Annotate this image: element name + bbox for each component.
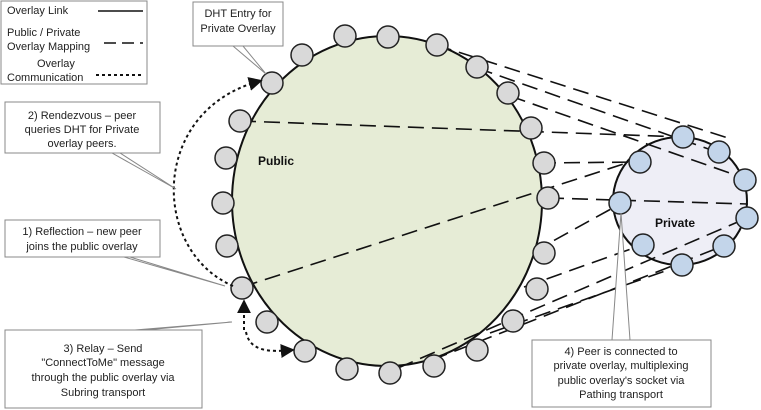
relay-path-out: [245, 331, 295, 358]
communication-paths: [172, 77, 295, 358]
private-peer-node[interactable]: [707, 140, 731, 164]
mapping-line: [509, 95, 745, 179]
public-peer-node[interactable]: [536, 186, 560, 210]
callout-rendezvous-line1: 2) Rendezvous – peer: [28, 110, 137, 122]
callout-peer-connected: 4) Peer is connected to private overlay,…: [531, 212, 712, 408]
private-overlay-label: Private: [655, 216, 695, 230]
mapping-line: [397, 217, 748, 369]
public-peer-node[interactable]: [378, 361, 402, 385]
public-peer-node[interactable]: [376, 25, 400, 49]
callout-relay-box: [4, 329, 203, 409]
legend-comm-2: Communication: [7, 72, 83, 84]
callout-dht-box: [192, 1, 284, 47]
callout-rendezvous-pointer: [100, 152, 177, 190]
public-peer-node[interactable]: [211, 191, 235, 215]
callout-dht-entry: DHT Entry for Private Overlay: [192, 1, 284, 75]
callout-reflection-pointer: [110, 256, 226, 287]
callout-dht-line1: DHT Entry for: [204, 8, 271, 20]
rendezvous-path: [172, 77, 263, 287]
callout-relay: 3) Relay – Send "ConnectToMe" message th…: [4, 321, 233, 409]
public-peer-node[interactable]: [228, 109, 252, 133]
mapping-line: [539, 161, 641, 164]
legend-comm-1: Overlay: [37, 58, 75, 70]
public-peer-node[interactable]: [215, 234, 239, 258]
legend-mapping-2: Overlay Mapping: [7, 41, 90, 53]
public-peer-node[interactable]: [214, 146, 238, 170]
private-peer-node[interactable]: [712, 234, 736, 258]
public-peer-node[interactable]: [465, 338, 489, 362]
callout-rendezvous-box: [4, 101, 161, 154]
private-peer-node[interactable]: [608, 191, 632, 215]
public-peer-node[interactable]: [425, 33, 449, 57]
public-peer-node[interactable]: [501, 309, 525, 333]
public-peer-node[interactable]: [422, 354, 446, 378]
public-peer-node[interactable]: [290, 43, 314, 67]
public-peer-node[interactable]: [260, 71, 284, 95]
legend-mapping-1: Public / Private: [7, 27, 80, 39]
public-peer-node[interactable]: [465, 55, 489, 79]
callout-relay-pointer: [120, 321, 233, 331]
callout-rendezvous-line3: overlay peers.: [47, 138, 116, 150]
public-peer-node[interactable]: [293, 339, 317, 363]
callout-rendezvous-line2: queries DHT for Private: [25, 124, 140, 136]
public-overlay-label: Public: [258, 154, 294, 168]
callout-reflection-line2: joins the public overlay: [25, 241, 138, 253]
callout-relay-line3: through the public overlay via: [31, 372, 175, 384]
public-peer-node[interactable]: [230, 276, 254, 300]
legend: Overlay Link Public / Private Overlay Ma…: [0, 0, 148, 85]
callout-reflection: 1) Reflection – new peer joins the publi…: [4, 219, 226, 287]
public-peer-node[interactable]: [525, 277, 549, 301]
public-peer-node[interactable]: [496, 81, 520, 105]
callout-dht-line2: Private Overlay: [200, 23, 276, 35]
callout-relay-line2: "ConnectToMe" message: [41, 357, 164, 369]
mapping-line: [547, 197, 749, 205]
private-peer-node[interactable]: [733, 168, 757, 192]
public-peer-node[interactable]: [333, 24, 357, 48]
private-peer-nodes: [608, 125, 759, 277]
public-peer-node[interactable]: [519, 116, 543, 140]
callout-peer-box: [531, 339, 712, 408]
legend-overlay-link: Overlay Link: [7, 5, 69, 17]
private-peer-node[interactable]: [735, 206, 759, 230]
public-peer-nodes: [211, 24, 560, 385]
callout-rendezvous: 2) Rendezvous – peer queries DHT for Pri…: [4, 101, 177, 190]
callout-peer-line1: 4) Peer is connected to: [564, 346, 677, 358]
callout-peer-line3: public overlay's socket via: [558, 375, 686, 387]
public-peer-node[interactable]: [335, 357, 359, 381]
private-peer-node[interactable]: [670, 253, 694, 277]
private-peer-node[interactable]: [631, 233, 655, 257]
callout-peer-line2: private overlay, multiplexing: [554, 360, 689, 372]
callout-reflection-line1: 1) Reflection – new peer: [22, 226, 142, 238]
private-peer-node[interactable]: [671, 125, 695, 149]
mapping-line: [239, 120, 684, 138]
mapping-line: [241, 159, 637, 288]
private-peer-node[interactable]: [628, 150, 652, 174]
mapping-line: [532, 203, 621, 253]
public-peer-node[interactable]: [532, 241, 556, 265]
public-peer-node[interactable]: [255, 310, 279, 334]
public-peer-node[interactable]: [532, 151, 556, 175]
callout-relay-line1: 3) Relay – Send: [64, 343, 143, 355]
callout-reflection-box: [4, 219, 161, 258]
callout-dht-pointer: [225, 45, 267, 75]
callout-relay-line4: Subring transport: [61, 387, 145, 399]
callout-peer-line4: Pathing transport: [579, 389, 663, 401]
mapping-line: [476, 67, 718, 153]
